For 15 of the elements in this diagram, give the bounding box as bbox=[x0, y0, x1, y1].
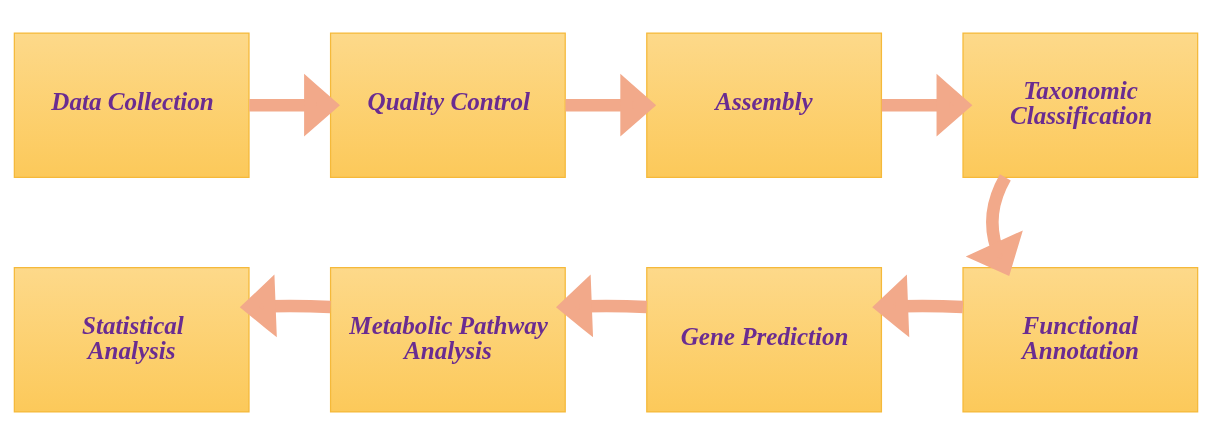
node-box: Metabolic Pathway Analysis bbox=[329, 266, 566, 413]
arrow bbox=[881, 73, 973, 137]
node-box: Assembly bbox=[646, 31, 883, 178]
node-box: Gene Prediction bbox=[646, 266, 883, 413]
node-box: Statistical Analysis bbox=[13, 266, 250, 413]
arrow bbox=[565, 73, 657, 137]
arrow bbox=[872, 274, 964, 337]
arrow bbox=[239, 274, 331, 337]
node-box: Quality Control bbox=[329, 31, 566, 178]
node-box: Functional Annotation bbox=[962, 266, 1199, 413]
node-box: Data Collection bbox=[13, 31, 250, 178]
arrow bbox=[249, 73, 340, 137]
node-box: Taxonomic Classification bbox=[962, 31, 1199, 178]
arrow bbox=[556, 274, 647, 337]
arrow bbox=[965, 173, 1023, 276]
